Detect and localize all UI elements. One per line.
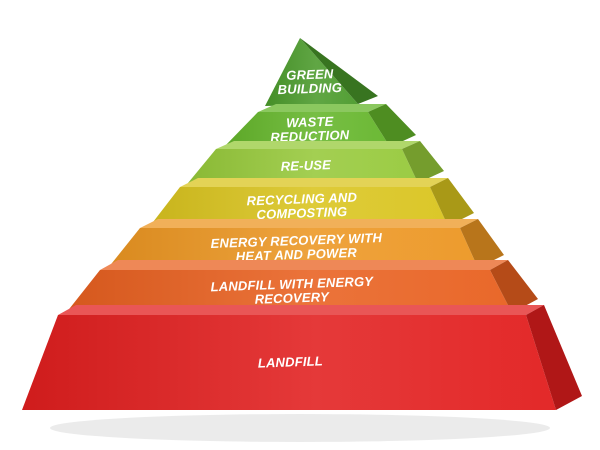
- tier-label-line: WASTE: [286, 114, 334, 131]
- tier-top-bevel: [58, 305, 544, 315]
- tier-front-face: [188, 149, 418, 183]
- tier-label-line: LANDFILL WITH ENERGY: [210, 274, 374, 295]
- tier-label-line: HEAT AND POWER: [235, 245, 357, 264]
- tier-top-bevel: [100, 260, 508, 270]
- tier-label-line: RECYCLING AND: [246, 190, 357, 209]
- tier-label-line: GREEN: [286, 66, 334, 83]
- tier-label-line: LANDFILL: [258, 353, 324, 370]
- tier-top-bevel: [180, 178, 448, 187]
- tier-front-face: [108, 228, 478, 268]
- tier-label-line: RECOVERY: [254, 289, 330, 307]
- tier-side-face: [300, 38, 378, 104]
- tier-front-face: [265, 38, 358, 106]
- tier-label-line: REDUCTION: [270, 127, 350, 145]
- tier-front-face: [66, 270, 512, 313]
- tier-side-face: [430, 178, 474, 226]
- tier-top-bevel: [216, 141, 420, 149]
- pyramid-shadow: [50, 414, 550, 442]
- tier-label-line: BUILDING: [277, 80, 342, 97]
- tier-side-face: [490, 260, 538, 313]
- tier-label-line: COMPOSTING: [256, 204, 347, 222]
- tier-side-face: [402, 141, 444, 183]
- tier-side-face: [368, 104, 416, 147]
- tier-label-line: RE-USE: [280, 157, 331, 174]
- tier-side-face: [460, 219, 504, 268]
- tier-front-face: [22, 315, 556, 410]
- tier-front-face: [150, 187, 448, 226]
- pyramid-tier-7: LANDFILL: [22, 305, 582, 410]
- pyramid-tier-3: RE-USE: [188, 141, 444, 183]
- tier-top-bevel: [258, 104, 386, 112]
- tier-label-line: ENERGY RECOVERY WITH: [210, 230, 382, 251]
- tier-side-face: [526, 305, 582, 410]
- tier-top-bevel: [140, 219, 478, 228]
- tier-front-face: [224, 112, 390, 147]
